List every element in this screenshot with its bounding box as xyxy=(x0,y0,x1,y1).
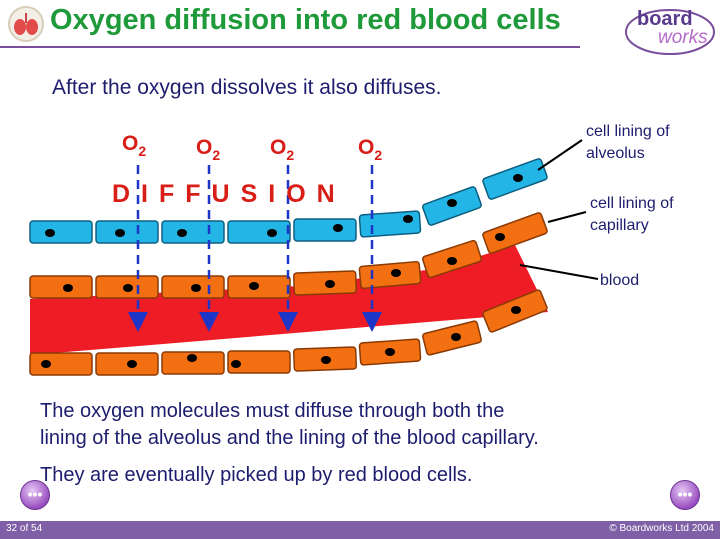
paragraph-2: They are eventually picked up by red blo… xyxy=(40,464,473,486)
leader-line-capillary xyxy=(547,211,587,223)
slide-counter: 32 of 54 xyxy=(6,523,43,534)
alveolus-lining xyxy=(29,158,548,244)
oxygen-label: O2 xyxy=(270,136,294,163)
title-bar: Oxygen diffusion into red blood cells bo… xyxy=(0,0,720,56)
diffusion-diagram: O2 O2 O2 O2 DIFFUSION cell lining of alv… xyxy=(29,123,674,376)
label-capillary-line1: cell lining of xyxy=(590,195,674,212)
capillary-lining-lower xyxy=(29,289,548,376)
paragraph-1-line-2: lining of the alveolus and the lining of… xyxy=(40,427,539,449)
paragraph-1-line-1: The oxygen molecules must diffuse throug… xyxy=(40,400,505,422)
intro-text: After the oxygen dissolves it also diffu… xyxy=(52,76,442,99)
label-alveolus-line1: cell lining of xyxy=(586,123,670,140)
copyright-text: © Boardworks Ltd 2004 xyxy=(609,523,714,534)
logo-text-works: works xyxy=(658,27,708,48)
diffusion-arrows xyxy=(128,165,382,332)
label-alveolus-line2: alveolus xyxy=(586,145,645,162)
oxygen-label: O2 xyxy=(196,136,220,163)
leader-line-blood xyxy=(519,264,599,280)
page-title: Oxygen diffusion into red blood cells xyxy=(50,4,561,36)
logo-text-board: board xyxy=(637,8,693,30)
ellipsis-icon: ••• xyxy=(677,486,693,502)
previous-slide-button[interactable]: ••• xyxy=(20,480,50,510)
footer-bar: 32 of 54 © Boardworks Ltd 2004 xyxy=(0,521,720,539)
lungs-icon xyxy=(8,6,44,42)
label-capillary-line2: capillary xyxy=(590,217,649,234)
leader-line-alveolus xyxy=(537,139,583,171)
boardworks-logo: board works xyxy=(624,6,716,58)
capillary-lining-upper xyxy=(29,212,548,299)
diffusion-word: DIFFUSION xyxy=(112,180,346,208)
ellipsis-icon: ••• xyxy=(27,486,43,502)
paragraph-1: The oxygen molecules must diffuse throug… xyxy=(40,398,539,452)
label-blood: blood xyxy=(600,272,639,289)
next-slide-button[interactable]: ••• xyxy=(670,480,700,510)
logo-ellipse xyxy=(625,9,715,55)
title-divider xyxy=(0,46,580,48)
oxygen-label: O2 xyxy=(122,132,146,159)
oxygen-label: O2 xyxy=(358,136,382,163)
lungs-icon-graphic xyxy=(14,13,38,35)
